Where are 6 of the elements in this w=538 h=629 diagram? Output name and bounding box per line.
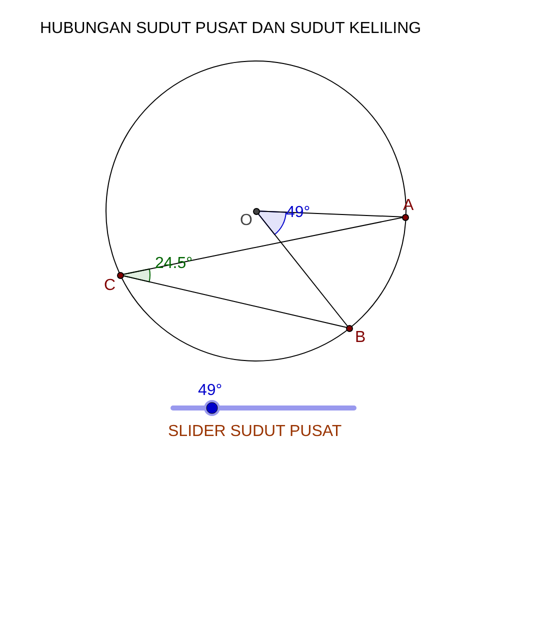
- slider-value: 49°: [198, 381, 222, 400]
- point-label: B: [355, 330, 366, 346]
- title: HUBUNGAN SUDUT PUSAT DAN SUDUT KELILING: [40, 19, 422, 39]
- slider-caption: SLIDER SUDUT PUSAT: [168, 422, 342, 441]
- point-label: O: [240, 213, 252, 229]
- point-label: C: [104, 278, 116, 294]
